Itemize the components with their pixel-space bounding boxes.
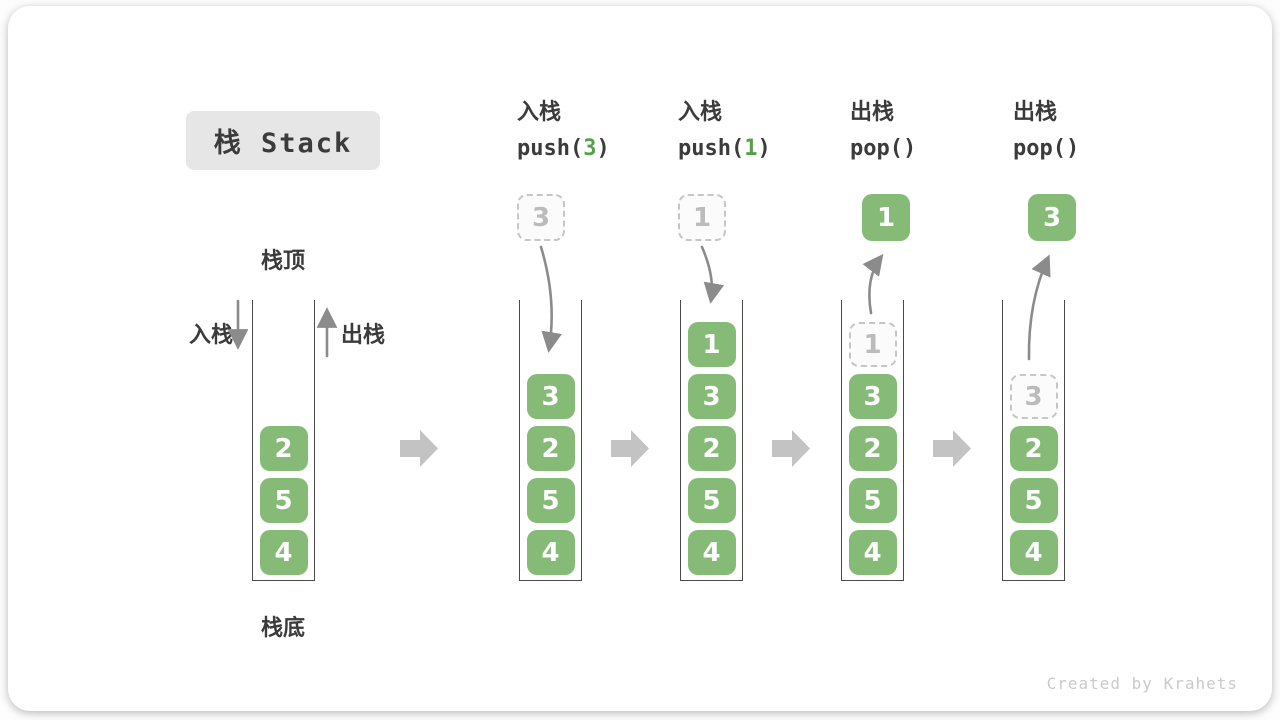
op-code-label: push(1) <box>678 136 771 162</box>
op-code-label: pop() <box>850 136 916 162</box>
stack-cell-removed: 3 <box>1009 374 1058 419</box>
op-zh-label: 出栈 <box>1013 100 1058 125</box>
stack-top-label: 栈顶 <box>260 249 305 274</box>
stack-cell: 2 <box>259 426 308 471</box>
op-label-push3: 入栈 push(3) <box>517 100 610 162</box>
code-arg: 3 <box>583 136 597 161</box>
op-zh-label: 出栈 <box>850 100 895 125</box>
stack-cell: 5 <box>848 478 897 523</box>
stack-cell: 4 <box>259 530 308 575</box>
stack-cell: 2 <box>848 426 897 471</box>
floating-element-popped-3: 3 <box>1028 194 1076 241</box>
stack-bottom-label: 栈底 <box>260 616 305 641</box>
stack-cell: 5 <box>687 478 736 523</box>
op-code-label: push(3) <box>517 136 610 162</box>
stack-cell: 2 <box>526 426 575 471</box>
pop-direction-label: 出栈 <box>341 323 386 348</box>
stack-cell: 5 <box>526 478 575 523</box>
op-code-label: pop() <box>1013 136 1079 162</box>
stack-cell-removed: 1 <box>848 322 897 367</box>
code-post: ) <box>757 136 771 161</box>
op-label-pop1: 出栈 pop() <box>850 100 916 162</box>
stack-cell: 5 <box>259 478 308 523</box>
stack-cell: 4 <box>526 530 575 575</box>
title-box: 栈 Stack <box>186 111 380 170</box>
floating-element-dashed-3: 3 <box>517 194 565 241</box>
code-post: ) <box>1065 136 1080 161</box>
code-pre: pop( <box>850 136 903 161</box>
op-label-pop2: 出栈 pop() <box>1013 100 1079 162</box>
stack-cell: 2 <box>1009 426 1058 471</box>
stack-cell: 3 <box>687 374 736 419</box>
stack-after-push3: 3 2 5 4 <box>519 300 582 581</box>
stack-cell: 4 <box>848 530 897 575</box>
floating-element-popped-1: 1 <box>862 194 910 241</box>
stack-cell: 3 <box>848 374 897 419</box>
floating-element-dashed-1: 1 <box>678 194 726 241</box>
code-post: ) <box>596 136 610 161</box>
stack-cell: 4 <box>1009 530 1058 575</box>
stack-after-push1: 1 3 2 5 4 <box>680 300 743 581</box>
page-title: 栈 Stack <box>213 128 353 159</box>
code-pre: push( <box>678 136 745 161</box>
stack-cell: 3 <box>526 374 575 419</box>
op-zh-label: 入栈 <box>517 100 562 125</box>
stack-cell: 5 <box>1009 478 1058 523</box>
code-post: ) <box>902 136 917 161</box>
op-label-push1: 入栈 push(1) <box>678 100 771 162</box>
code-pre: pop( <box>1013 136 1066 161</box>
push-direction-label: 入栈 <box>189 323 234 348</box>
code-arg: 1 <box>744 136 758 161</box>
stack-after-pop2: 3 2 5 4 <box>1002 300 1065 581</box>
stack-after-pop1: 1 3 2 5 4 <box>841 300 904 581</box>
stack-cell: 4 <box>687 530 736 575</box>
stack-initial: 2 5 4 <box>252 300 315 581</box>
stack-cell: 1 <box>687 322 736 367</box>
code-pre: push( <box>517 136 584 161</box>
credit-text: Created by Krahets <box>1046 674 1238 693</box>
stack-cell: 2 <box>687 426 736 471</box>
op-zh-label: 入栈 <box>678 100 723 125</box>
